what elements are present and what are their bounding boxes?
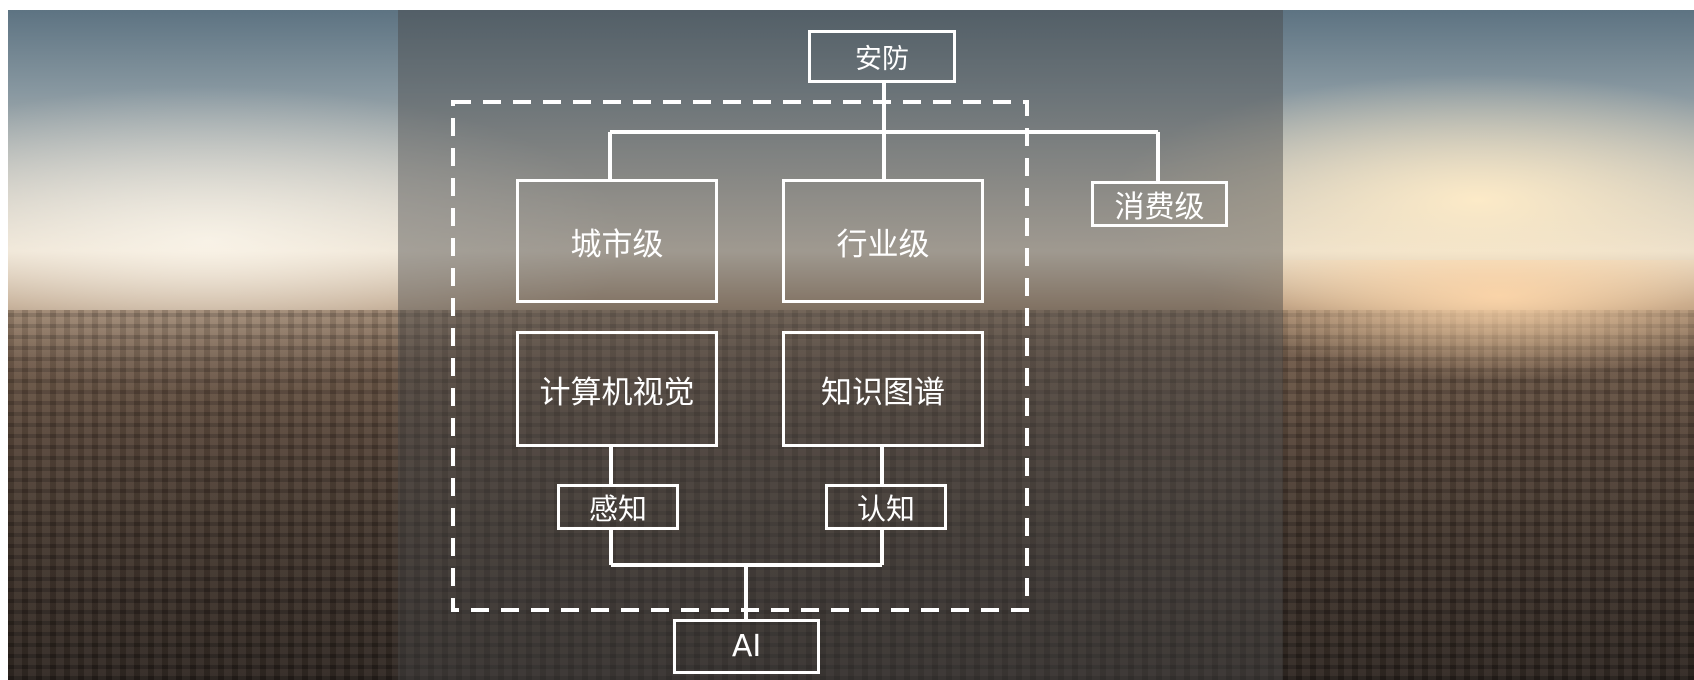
node-computer-vision: 计算机视觉 [516,331,718,447]
node-security: 安防 [808,30,956,83]
horizon-glow [1208,260,1694,380]
node-perception: 感知 [557,484,679,530]
slide-canvas: 安防 城市级 行业级 消费级 计算机视觉 知识图谱 感知 认知 AI [8,10,1694,680]
node-ai: AI [673,619,820,674]
dashed-group-border [451,100,1029,612]
node-cognition: 认知 [825,484,947,530]
node-city-level: 城市级 [516,179,718,303]
node-industry-level: 行业级 [782,179,984,303]
connector-lines [451,81,1160,620]
dark-overlay-panel [398,10,1283,680]
node-knowledge-graph: 知识图谱 [782,331,984,447]
node-consumer-level: 消费级 [1091,181,1228,227]
